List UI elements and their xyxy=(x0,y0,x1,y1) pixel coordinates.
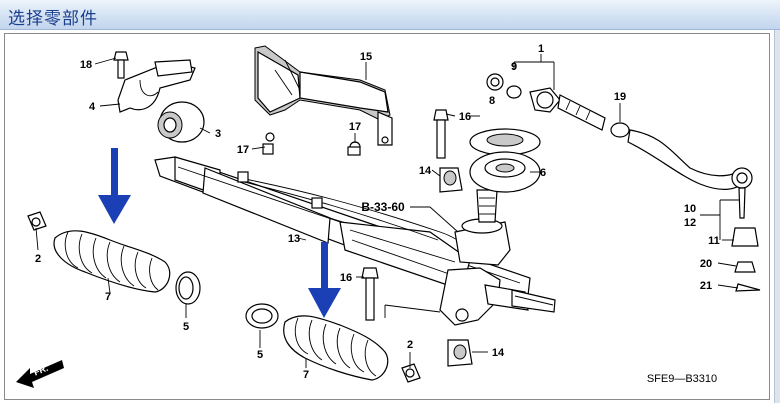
clip-part[interactable] xyxy=(401,363,421,383)
callout-19: 19 xyxy=(614,91,626,103)
callout-7: 7 xyxy=(105,291,111,303)
bolt-part[interactable] xyxy=(347,141,361,156)
callout-16: 16 xyxy=(459,111,471,123)
diagram-code: SFE9—B3310 xyxy=(647,373,717,385)
callout-3: 3 xyxy=(215,128,221,140)
callout-15: 15 xyxy=(360,51,372,63)
band-part[interactable] xyxy=(245,303,279,329)
callout-1: 1 xyxy=(538,43,544,55)
callout-2: 2 xyxy=(407,339,413,351)
diagram-frame xyxy=(4,33,770,400)
callout-6: 6 xyxy=(540,167,546,179)
callout-5: 5 xyxy=(183,321,189,333)
seal-part[interactable] xyxy=(469,128,541,193)
clip-part[interactable] xyxy=(27,211,47,231)
bolt-part[interactable] xyxy=(361,267,379,321)
title-bar: 选择零部件 xyxy=(0,0,780,30)
steering-rack-housing[interactable] xyxy=(154,156,556,326)
callout-9: 9 xyxy=(511,61,517,73)
front-direction-icon: FR. xyxy=(16,360,64,388)
callout-10: 10 xyxy=(684,203,696,215)
callout-5: 5 xyxy=(257,349,263,361)
callout-14: 14 xyxy=(419,165,432,177)
callout-16: 16 xyxy=(340,272,352,284)
tie-rod-assembly[interactable] xyxy=(486,73,761,292)
callout-14: 14 xyxy=(492,347,505,359)
highlight-arrow xyxy=(308,242,341,318)
boot-part[interactable] xyxy=(283,315,389,381)
callout-21: 21 xyxy=(700,280,712,292)
clamp-bracket[interactable] xyxy=(117,59,196,113)
highlight-arrow xyxy=(98,148,131,224)
flange-bolt[interactable] xyxy=(113,51,129,79)
callout-17: 17 xyxy=(237,144,249,156)
callout-8: 8 xyxy=(489,95,495,107)
callout-18: 18 xyxy=(80,59,92,71)
callout-13: 13 xyxy=(288,233,300,245)
callout-7: 7 xyxy=(303,369,309,381)
callout-4: 4 xyxy=(89,101,96,113)
bushing-part[interactable] xyxy=(157,101,205,143)
callout-labels: 1 2 2 3 4 5 5 6 7 7 8 9 10 11 12 13 14 1… xyxy=(35,43,720,385)
callout-2: 2 xyxy=(35,253,41,265)
leader-lines xyxy=(35,54,740,368)
callout-17: 17 xyxy=(349,121,361,133)
mount-rubber[interactable] xyxy=(439,167,463,193)
callout-11: 11 xyxy=(708,235,720,247)
bolt-part[interactable] xyxy=(262,132,275,155)
band-part[interactable] xyxy=(175,271,201,305)
callout-20: 20 xyxy=(700,258,712,270)
vertical-scrollbar[interactable] xyxy=(774,30,780,403)
bolt-part[interactable] xyxy=(433,109,449,159)
reference-label: B-33-60 xyxy=(361,200,405,214)
mount-rubber[interactable] xyxy=(447,339,473,367)
callout-12: 12 xyxy=(684,217,696,229)
boot-part[interactable] xyxy=(53,230,171,293)
page-title: 选择零部件 xyxy=(8,9,98,29)
bracket-part[interactable] xyxy=(254,45,393,146)
